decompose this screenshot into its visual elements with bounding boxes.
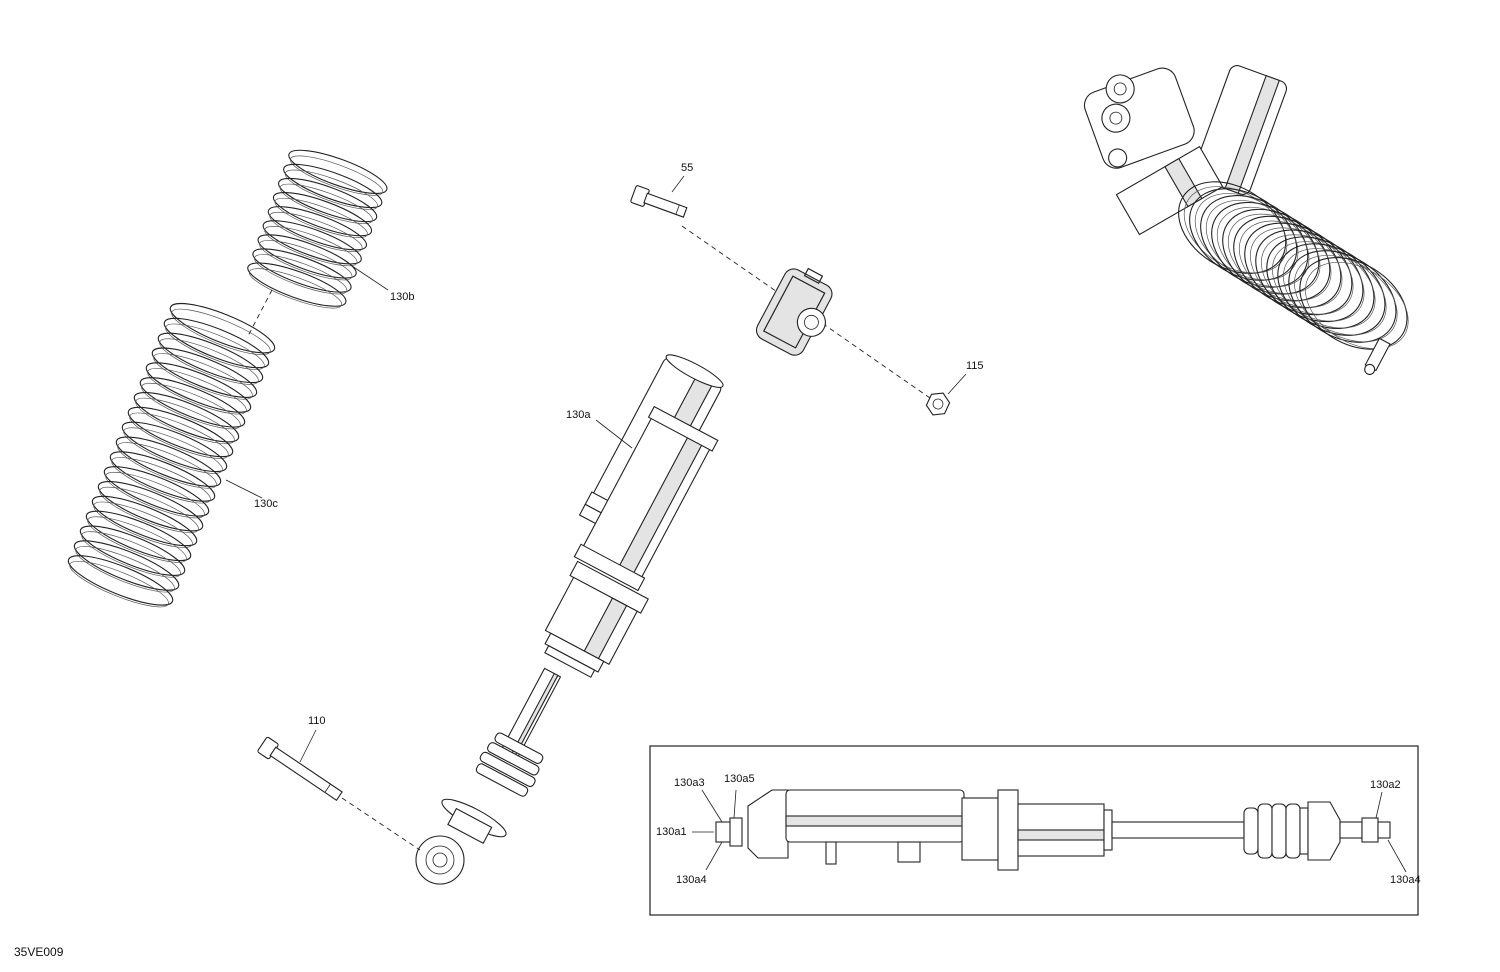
spring-130c-coil-inner <box>75 546 175 593</box>
spring-130c-coil-inner <box>111 457 211 504</box>
spring-130b-coil <box>288 149 388 194</box>
spring-130b-coil <box>247 262 347 307</box>
assembled-spring-coil <box>1299 257 1408 350</box>
callout-130c: 130c <box>254 498 278 510</box>
spring-130c-coil-inner <box>123 427 223 474</box>
spring-130c-coil <box>85 510 192 562</box>
leader-130b <box>351 265 389 291</box>
assembled-spring-coil <box>1255 229 1364 323</box>
spring-130c-coil <box>67 555 174 606</box>
assembled-spring-coil <box>1189 188 1298 281</box>
spring-130b-coil <box>252 248 352 293</box>
spring-130c-coil-inner <box>165 323 265 370</box>
spring-130b-coil-inner <box>259 240 353 281</box>
spring-130b <box>247 149 388 309</box>
spring-130c-coil <box>139 377 246 428</box>
assembled-spring-coil <box>1288 250 1397 343</box>
spring-130c-coil-inner <box>171 308 271 356</box>
spring-130c-coil <box>157 332 264 384</box>
spring-130c-coil-inner <box>135 397 235 445</box>
spring-130c-coil-inner <box>129 412 229 459</box>
spring-130c-coil <box>109 451 216 502</box>
callout-130a5: 130a5 <box>724 773 755 785</box>
bolt-110 <box>257 736 343 801</box>
spring-130c-coil <box>121 421 228 473</box>
spring-130c-coil-inner <box>147 368 247 415</box>
spring-130b-coil-inner <box>284 169 378 210</box>
spring-130c-coil-inner <box>105 471 205 519</box>
spring-130b-coil <box>262 220 362 265</box>
assembled-spring-coil <box>1244 222 1353 316</box>
leader-130c <box>225 479 263 499</box>
assembled-spring-coil-inner <box>1294 255 1398 343</box>
spring-130b-coil-inner <box>269 211 363 253</box>
callout-130a2: 130a2 <box>1370 779 1401 791</box>
spring-130b-coil <box>257 234 357 279</box>
spring-130b-coil <box>278 177 378 223</box>
assembled-spring-coil <box>1266 236 1375 330</box>
spring-130c-coil-inner <box>81 531 181 578</box>
spring-130c-coil <box>127 406 234 458</box>
spring-130c-coil-inner <box>69 560 169 608</box>
leader-130a <box>595 419 633 449</box>
leader-110 <box>299 729 317 763</box>
spring-130c-coil-inner <box>117 442 217 489</box>
spring-alignment-line <box>247 289 273 337</box>
detail-frame <box>649 745 1419 916</box>
spring-130c-coil <box>103 466 210 517</box>
callout-55: 55 <box>681 162 693 174</box>
spring-130c-coil-inner <box>93 501 193 548</box>
spring-130b-coil-inner <box>264 226 358 267</box>
spring-130c-coil-inner <box>159 338 259 385</box>
spring-130b-coil-inner <box>248 268 343 309</box>
assembled-shock-view <box>1083 65 1409 375</box>
spring-130c-coil-inner <box>153 353 253 400</box>
assembled-spring-coil <box>1200 195 1309 288</box>
shock-absorber-130a <box>415 267 833 885</box>
spring-130c-coil-inner <box>99 486 199 534</box>
spring-130b-coil-inner <box>254 254 348 295</box>
callout-110: 110 <box>308 715 326 727</box>
spring-130c-coil <box>91 495 198 547</box>
spring-130b-coil <box>272 192 373 237</box>
callout-130a4-right: 130a4 <box>1390 874 1421 886</box>
assembled-spring-coil <box>1277 243 1386 336</box>
spring-130c-coil <box>169 302 276 354</box>
spring-130c-coil <box>73 540 180 591</box>
assembled-spring-coil <box>1178 181 1287 274</box>
leader-115 <box>947 373 967 395</box>
spring-130b-coil <box>283 163 383 209</box>
leader-55 <box>671 175 685 193</box>
spring-130c-coil <box>79 525 186 576</box>
callout-130b: 130b <box>390 291 414 303</box>
spring-130c-coil <box>151 347 258 398</box>
spring-130b-coil-inner <box>279 183 373 224</box>
spring-130b-coil <box>267 206 367 251</box>
assembled-spring-coil <box>1211 201 1320 295</box>
spring-130b-coil-inner <box>289 155 384 196</box>
callout-130a3: 130a3 <box>674 777 705 789</box>
bolt-55 <box>630 185 688 218</box>
spring-130c-coil-inner <box>87 516 187 563</box>
callout-130a: 130a <box>566 409 591 421</box>
spring-130c-coil <box>115 436 222 487</box>
assembled-spring-coil <box>1222 208 1331 302</box>
callout-130a1: 130a1 <box>656 826 687 838</box>
spring-130c-coil <box>163 317 270 369</box>
assembled-spring-coil-inner <box>1305 261 1409 350</box>
nut-115 <box>925 392 951 416</box>
spring-130c-coil <box>133 391 240 443</box>
bolt-110-axis <box>341 797 421 851</box>
assembled-spring-coil <box>1233 215 1342 309</box>
spring-130c-coil-inner <box>141 382 241 430</box>
callout-115: 115 <box>966 360 984 372</box>
callout-130a4-left: 130a4 <box>676 874 707 886</box>
drawing-id: 35VE009 <box>14 945 64 959</box>
spring-130c <box>67 302 276 608</box>
spring-130c-coil <box>145 362 252 413</box>
spring-130c-coil <box>97 480 204 532</box>
detail-inset <box>649 745 1419 916</box>
spring-130b-coil-inner <box>274 197 368 238</box>
